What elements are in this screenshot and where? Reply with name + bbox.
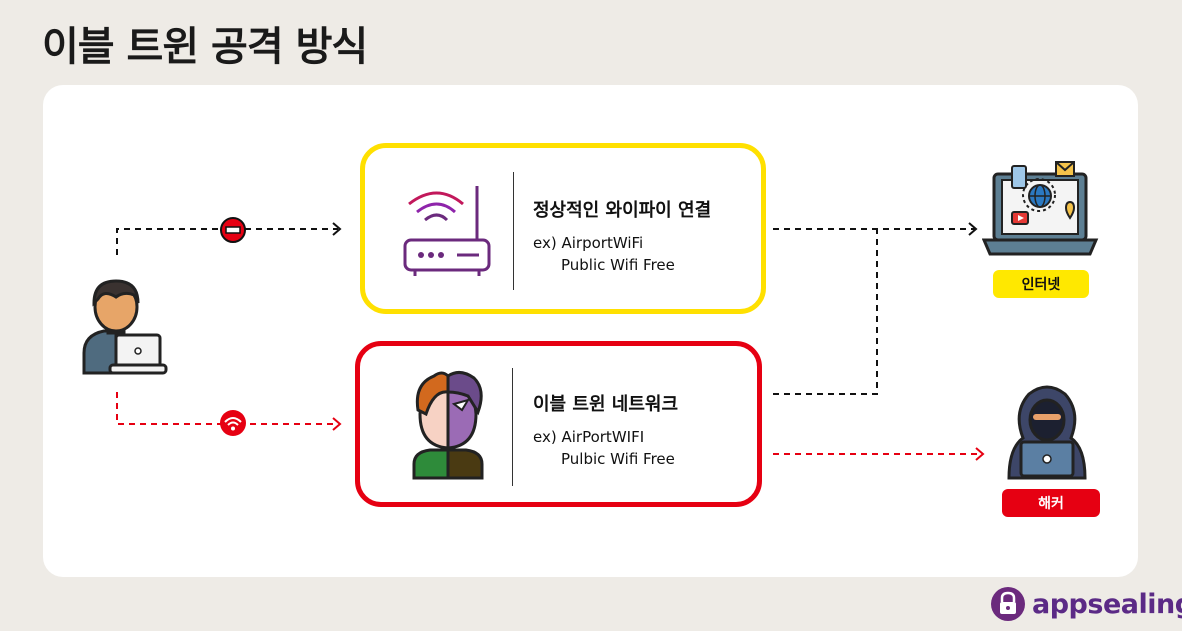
arrow-user-to-evil (116, 392, 338, 425)
example-ssid-1: AirPortWIFI (561, 428, 645, 446)
example-ssid-2: Pulbic Wifi Free (561, 450, 675, 468)
hacker-label: 해커 (1002, 489, 1100, 517)
laptop-globe-icon (982, 161, 1099, 256)
arrow-evil-to-internet (773, 229, 878, 395)
evil-twin-examples: ex) AirPortWIFI Pulbic Wifi Free (533, 426, 675, 470)
example-ssid-1: AirportWiFi (561, 234, 644, 252)
evil-twin-face-icon (412, 371, 484, 480)
lock-logo-icon (991, 587, 1025, 621)
wifi-router-icon (403, 186, 491, 276)
page-title: 이블 트윈 공격 방식 (42, 24, 368, 70)
example-prefix: ex) (533, 234, 557, 252)
arrow-user-to-normal (116, 228, 338, 255)
evil-twin-title: 이블 트윈 네트워크 (533, 394, 679, 415)
user-laptop-icon (82, 279, 168, 375)
normal-wifi-box: 정상적인 와이파이 연결 ex) AirportWiFi Public Wifi… (360, 143, 766, 314)
wifi-alert-icon (220, 410, 246, 436)
hooded-hacker-icon (1007, 385, 1087, 480)
example-ssid-2: Public Wifi Free (561, 256, 675, 274)
normal-wifi-title: 정상적인 와이파이 연결 (533, 200, 712, 221)
internet-label: 인터넷 (993, 270, 1089, 298)
evil-twin-box: 이블 트윈 네트워크 ex) AirPortWIFI Pulbic Wifi F… (355, 341, 762, 507)
brand-name: appsealing (1032, 588, 1182, 620)
box-divider (513, 172, 514, 290)
example-prefix: ex) (533, 428, 557, 446)
brand-logo: appsealing (990, 586, 1182, 622)
no-entry-icon (220, 217, 246, 243)
box-divider (512, 368, 513, 486)
normal-wifi-examples: ex) AirportWiFi Public Wifi Free (533, 232, 675, 276)
